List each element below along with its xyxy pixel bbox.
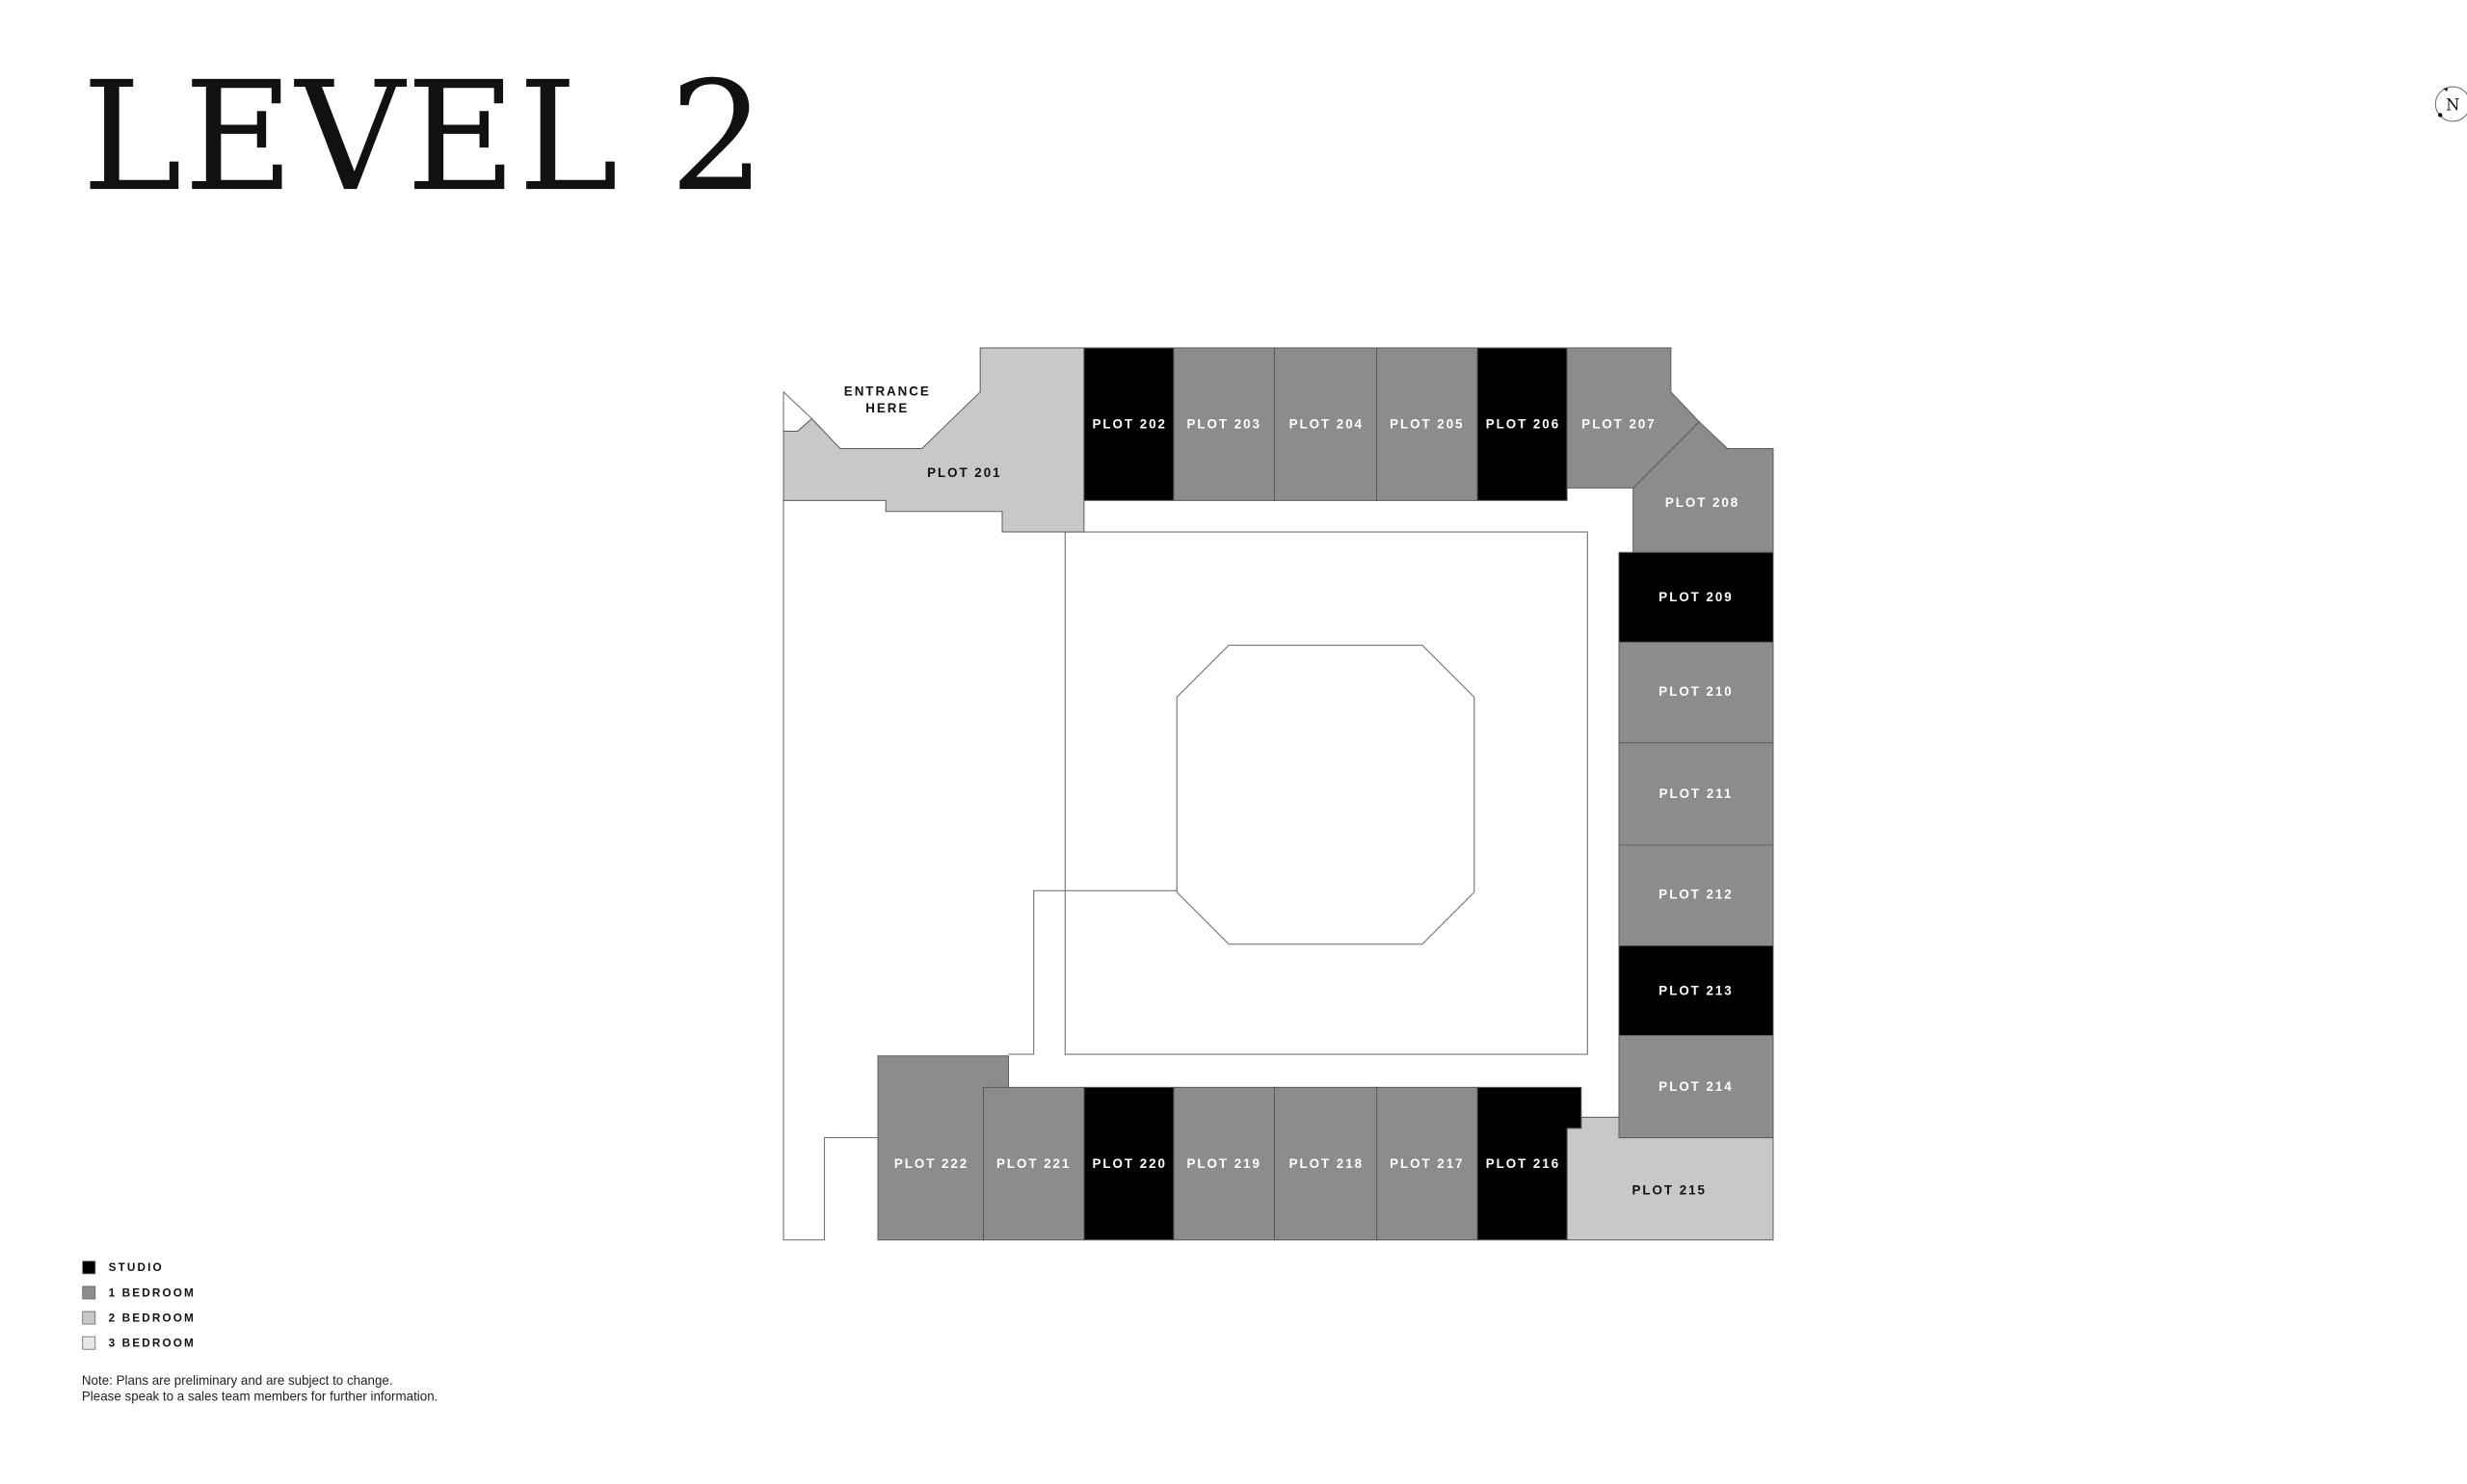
plot-207-label: PLOT 207 (1581, 417, 1656, 432)
plot-203-label: PLOT 203 (1187, 417, 1261, 432)
legend-label-studio: STUDIO (109, 1261, 164, 1274)
plot-212-label: PLOT 212 (1658, 888, 1733, 902)
plot-203[interactable]: PLOT 203 (1173, 347, 1275, 501)
courtyard (1064, 531, 1588, 1055)
plot-222-shape[interactable] (877, 1055, 1010, 1241)
plot-214-label: PLOT 214 (1658, 1079, 1733, 1094)
plot-208-label: PLOT 208 (1665, 495, 1739, 510)
plot-206-label: PLOT 206 (1486, 417, 1560, 432)
plot-220-label: PLOT 220 (1093, 1156, 1167, 1171)
plot-205[interactable]: PLOT 205 (1376, 347, 1478, 501)
plot-222[interactable]: PLOT 222 (877, 1055, 1010, 1241)
plot-206[interactable]: PLOT 206 (1476, 347, 1568, 501)
plot-201[interactable]: PLOT 201 (783, 347, 1085, 533)
west-corridor (783, 500, 879, 1241)
entrance-label-line1: ENTRANCE (844, 384, 931, 398)
plot-214[interactable]: PLOT 214 (1618, 1035, 1774, 1139)
plot-221[interactable]: PLOT 221 (982, 1086, 1085, 1241)
plot-217[interactable]: PLOT 217 (1376, 1086, 1478, 1241)
compass-circle-icon (2434, 86, 2467, 122)
legend-label-1-bedroom: 1 BEDROOM (109, 1286, 196, 1299)
legend-label-2-bedroom: 2 BEDROOM (109, 1312, 196, 1324)
plot-221-label: PLOT 221 (996, 1156, 1071, 1171)
plot-209-label: PLOT 209 (1658, 590, 1733, 604)
entrance-label: ENTRANCE HERE (844, 384, 931, 415)
note-line-1: Note: Plans are preliminary and are subj… (82, 1373, 393, 1388)
plot-201-shape[interactable] (783, 347, 1085, 533)
plot-213[interactable]: PLOT 213 (1618, 944, 1774, 1036)
plot-215-label: PLOT 215 (1632, 1183, 1707, 1198)
plot-220[interactable]: PLOT 220 (1083, 1086, 1175, 1241)
legend-swatch-1-bedroom (82, 1285, 96, 1300)
plots: PLOT 201 PLOT 202 PLOT 203 PLOT 204 PLOT 205… (783, 347, 1774, 1241)
plot-218[interactable]: PLOT 218 (1273, 1086, 1378, 1241)
plot-206-shape[interactable] (1476, 347, 1568, 501)
link-corridor (1008, 889, 1178, 1055)
plot-202[interactable]: PLOT 202 (1083, 347, 1175, 501)
plot-219[interactable]: PLOT 219 (1173, 1086, 1275, 1241)
compass: N (2434, 86, 2467, 122)
plot-205-label: PLOT 205 (1390, 417, 1464, 432)
note-line-2: Please speak to a sales team members for… (82, 1389, 438, 1403)
page-title: LEVEL 2 (82, 49, 767, 225)
legend: STUDIO 1 BEDROOM 2 BEDROOM 3 BEDROOM (82, 1260, 196, 1350)
plot-222-label: PLOT 222 (894, 1156, 968, 1171)
plot-212[interactable]: PLOT 212 (1618, 844, 1774, 946)
plot-213-label: PLOT 213 (1658, 983, 1733, 997)
compass-dot-icon (2438, 113, 2443, 118)
building-outline (783, 390, 1588, 1241)
plot-216-label: PLOT 216 (1486, 1156, 1560, 1171)
plot-201-label: PLOT 201 (927, 465, 1001, 480)
plot-211-label: PLOT 211 (1659, 786, 1734, 801)
legend-swatch-3-bedroom (82, 1336, 96, 1350)
legend-label-3-bedroom: 3 BEDROOM (109, 1338, 196, 1350)
legend-swatch-2-bedroom (82, 1311, 96, 1325)
plot-204[interactable]: PLOT 204 (1273, 347, 1378, 501)
plot-217-label: PLOT 217 (1390, 1156, 1464, 1171)
plot-210[interactable]: PLOT 210 (1618, 641, 1774, 744)
plot-210-label: PLOT 210 (1658, 684, 1733, 699)
atrium-octagon (1176, 645, 1475, 945)
plot-219-label: PLOT 219 (1187, 1156, 1261, 1171)
legend-swatch-studio (82, 1260, 96, 1275)
plot-211[interactable]: PLOT 211 (1618, 742, 1774, 846)
compass-arrow-icon (2443, 88, 2449, 92)
plot-209[interactable]: PLOT 209 (1618, 551, 1774, 643)
entrance-label-line2: HERE (865, 401, 909, 415)
compass-north-label: N (2446, 95, 2459, 114)
plot-216[interactable]: PLOT 216 (1476, 1086, 1582, 1241)
plot-204-label: PLOT 204 (1289, 417, 1364, 432)
plot-202-label: PLOT 202 (1093, 417, 1167, 432)
plot-218-label: PLOT 218 (1289, 1156, 1364, 1171)
